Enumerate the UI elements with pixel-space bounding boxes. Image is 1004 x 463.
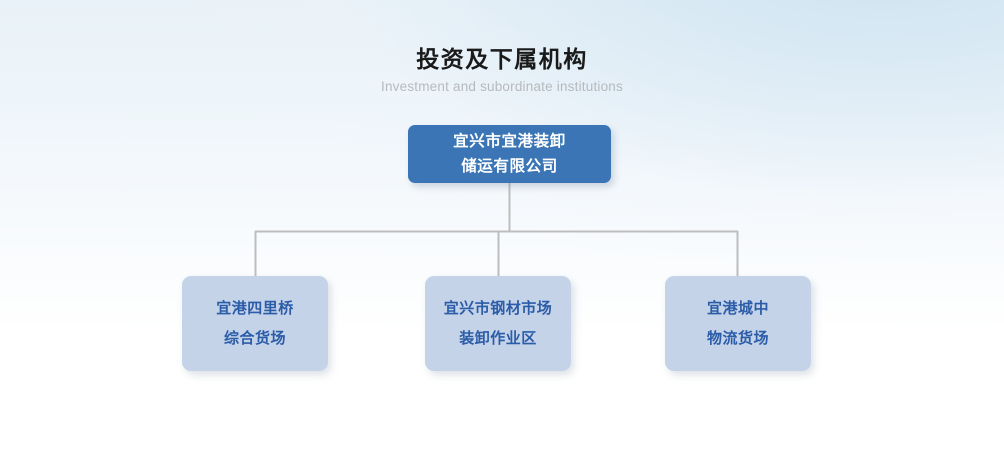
page-subtitle: Investment and subordinate institutions bbox=[381, 79, 623, 94]
org-node-child-1[interactable]: 宜港四里桥 综合货场 bbox=[182, 276, 328, 371]
org-node-child-1-line-2: 综合货场 bbox=[223, 329, 286, 347]
org-node-child-1-line-1: 宜港四里桥 bbox=[216, 299, 294, 317]
page-title: 投资及下属机构 bbox=[416, 46, 588, 72]
org-node-child-3[interactable]: 宜港城中 物流货场 bbox=[665, 276, 811, 371]
org-node-root[interactable]: 宜兴市宜港装卸 储运有限公司 bbox=[408, 125, 611, 183]
org-node-root-line-2: 储运有限公司 bbox=[461, 158, 558, 175]
org-node-root-line-1: 宜兴市宜港装卸 bbox=[453, 133, 566, 150]
org-node-child-3-line-2: 物流货场 bbox=[706, 329, 769, 347]
org-node-child-2-line-1: 宜兴市钢材市场 bbox=[443, 299, 553, 317]
org-node-child-2-line-2: 装卸作业区 bbox=[459, 329, 537, 347]
chart-heading: 投资及下属机构 Investment and subordinate insti… bbox=[0, 44, 1004, 96]
org-node-child-2[interactable]: 宜兴市钢材市场 装卸作业区 bbox=[425, 276, 571, 371]
org-node-child-3-line-1: 宜港城中 bbox=[706, 299, 769, 317]
